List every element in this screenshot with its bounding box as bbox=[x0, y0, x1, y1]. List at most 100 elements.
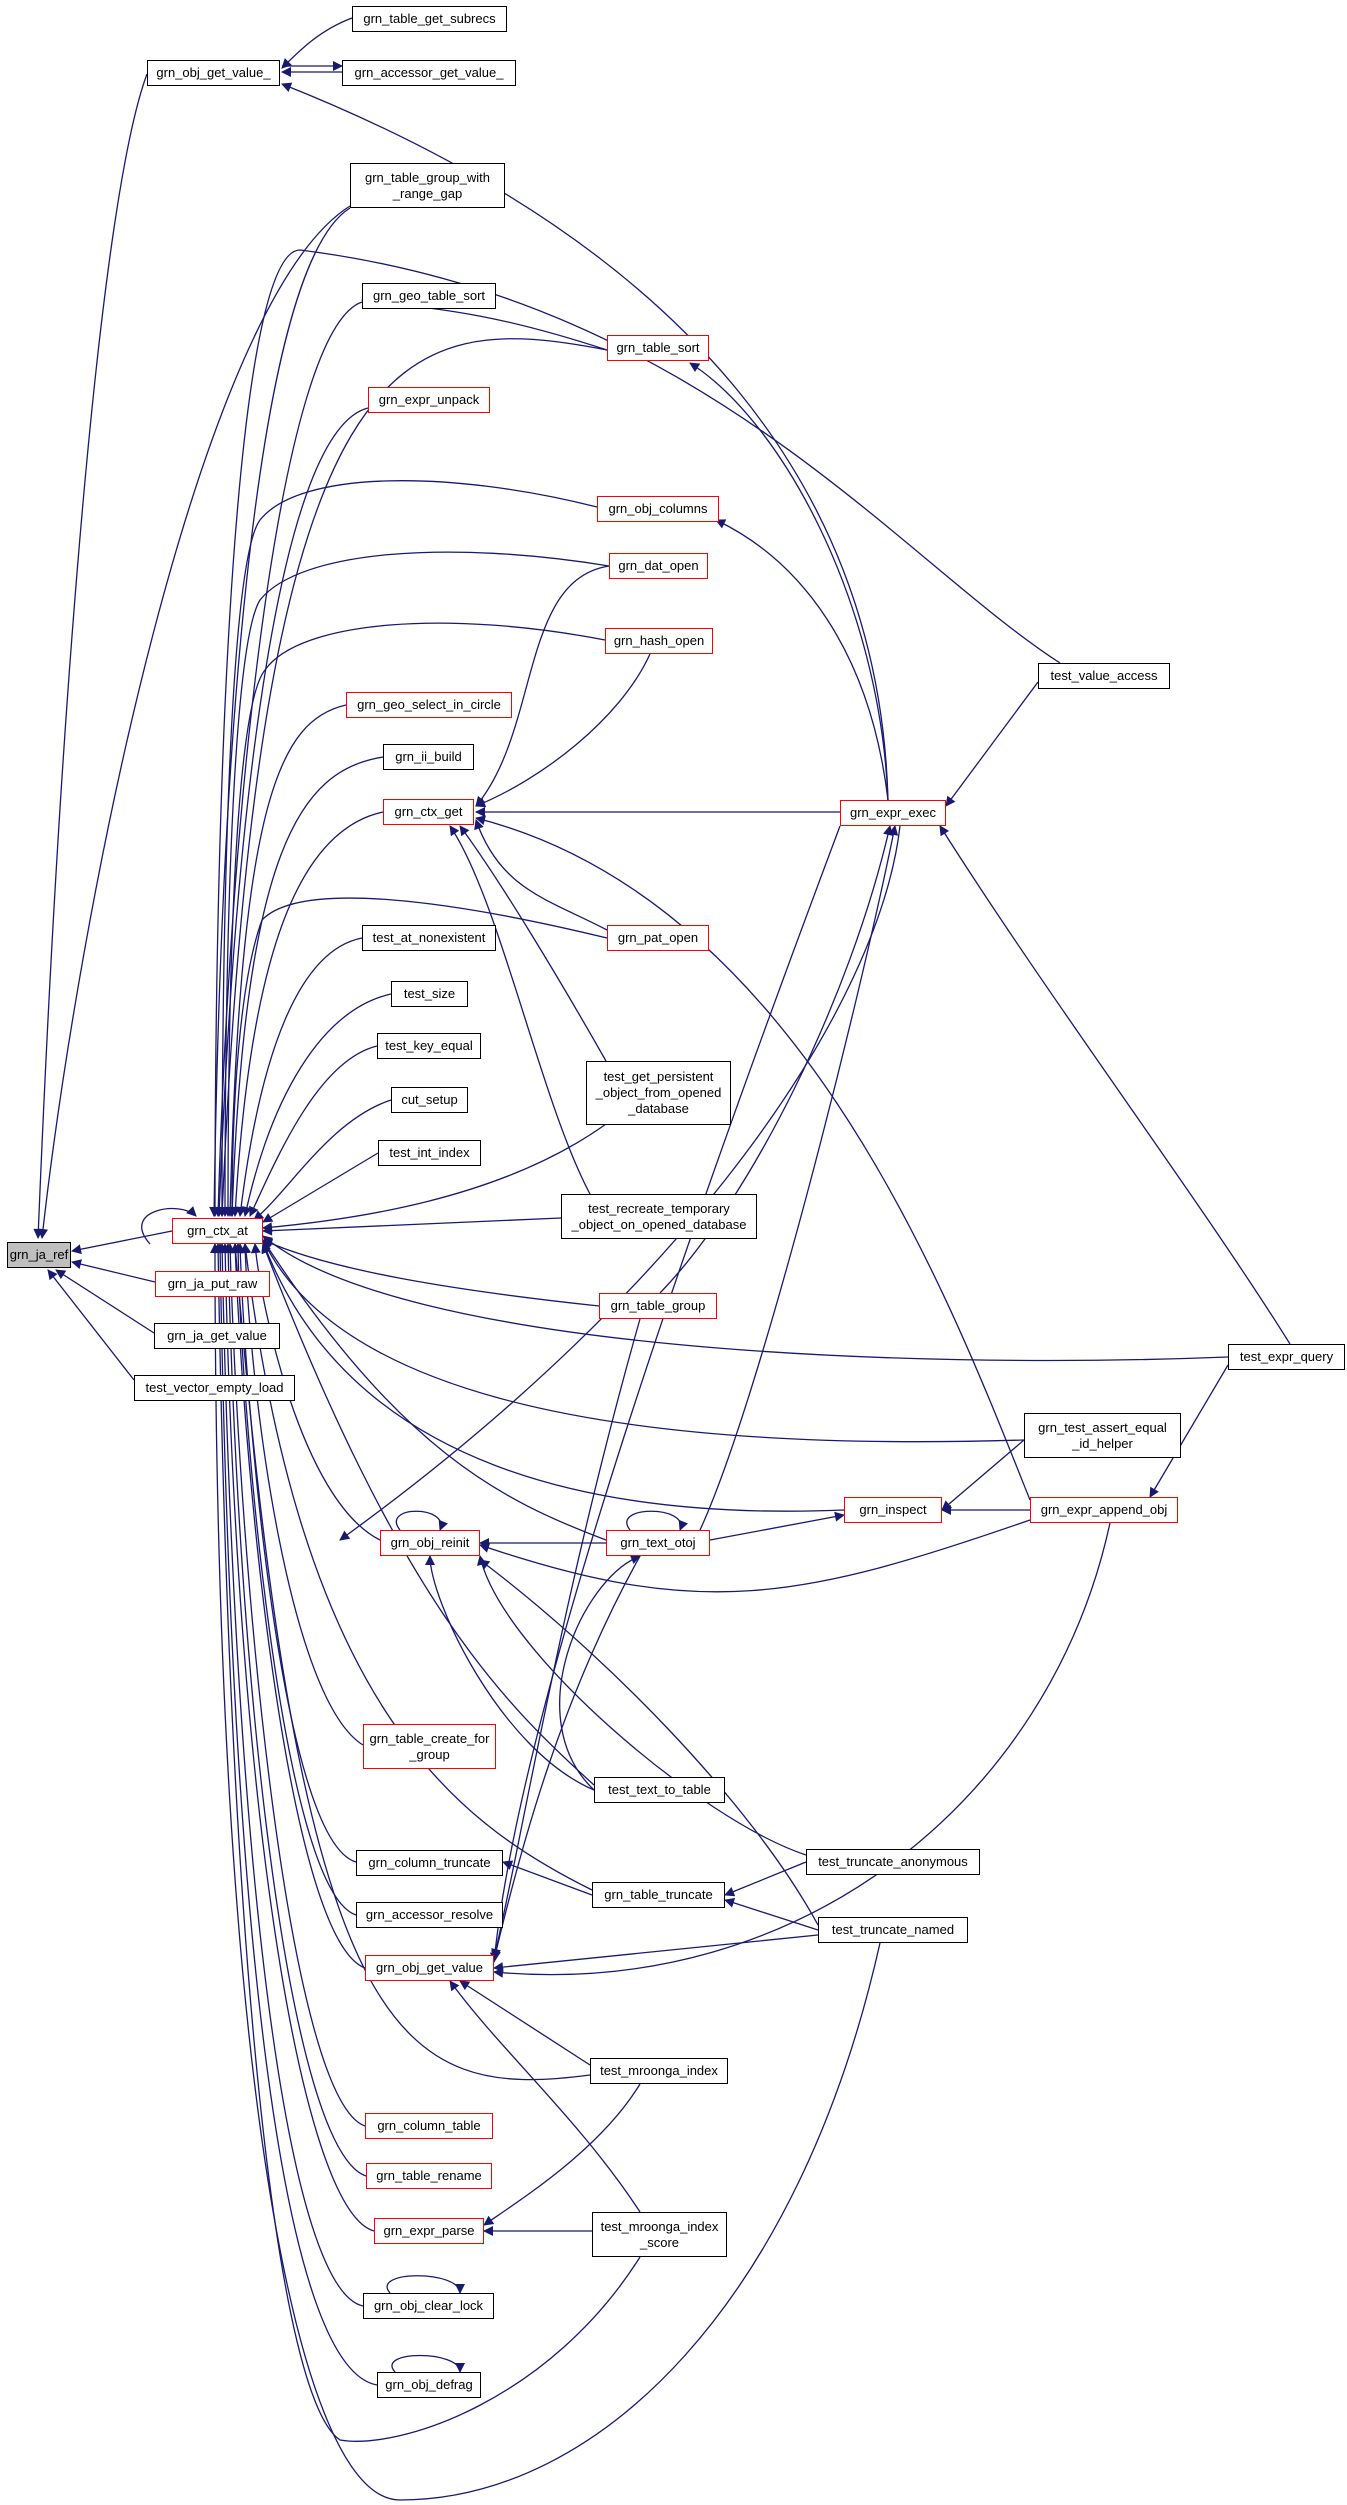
node-test-mroonga-index[interactable]: test_mroonga_index bbox=[590, 2058, 728, 2084]
node-grn-ctx-at[interactable]: grn_ctx_at bbox=[172, 1218, 263, 1244]
edge-ctx-at-self-loop bbox=[141, 1206, 197, 1245]
node-grn-ja-ref[interactable]: grn_ja_ref bbox=[7, 1242, 71, 1268]
edge-table-group-to-expr-exec bbox=[659, 825, 893, 1294]
edge-mroonga-index-to-expr-parse bbox=[483, 2083, 641, 2226]
node-grn-table-get-subrecs[interactable]: grn_table_get_subrecs bbox=[352, 6, 507, 32]
node-grn-pat-open[interactable]: grn_pat_open bbox=[607, 925, 709, 951]
edge-truncate-named-to-ctx-at bbox=[210, 1243, 881, 2501]
edge-ii-build-to-ctx-at bbox=[227, 756, 384, 1217]
edge-table-group-to-ctx-at bbox=[262, 1239, 600, 1307]
edge-hash-open-from-ctx-get bbox=[475, 653, 651, 808]
node-grn-table-create-for-group[interactable]: grn_table_create_for _group bbox=[363, 1724, 496, 1769]
node-grn-accessor-resolve[interactable]: grn_accessor_resolve bbox=[356, 1902, 503, 1928]
edge-value-access-to-expr-exec bbox=[945, 681, 1039, 807]
node-grn-inspect[interactable]: grn_inspect bbox=[844, 1497, 942, 1523]
node-test-int-index[interactable]: test_int_index bbox=[378, 1140, 481, 1166]
node-grn-ctx-get[interactable]: grn_ctx_get bbox=[383, 799, 474, 825]
edge-append-obj-to-reinit bbox=[479, 1519, 1031, 1593]
edge-group-gap-to-ja-ref bbox=[38, 205, 351, 1239]
node-grn-obj-clear-lock[interactable]: grn_obj_clear_lock bbox=[363, 2293, 494, 2319]
node-grn-obj-get-value[interactable]: grn_obj_get_value bbox=[365, 1955, 494, 1981]
node-test-truncate-named[interactable]: test_truncate_named bbox=[818, 1917, 968, 1943]
node-grn-expr-exec[interactable]: grn_expr_exec bbox=[840, 800, 946, 826]
edge-text-to-table-to-reinit bbox=[425, 1555, 595, 1791]
edge-test-size-to-ctx-at bbox=[242, 993, 392, 1217]
edge-create-for-group-to-ctx-at bbox=[240, 1243, 364, 1746]
edge-expr-query-to-append-obj bbox=[1149, 1364, 1229, 1498]
node-grn-expr-unpack[interactable]: grn_expr_unpack bbox=[368, 387, 490, 413]
node-grn-table-truncate[interactable]: grn_table_truncate bbox=[592, 1882, 725, 1908]
edge-obj-get-value-to-ja-ref bbox=[33, 73, 148, 1239]
node-test-at-nonexistent[interactable]: test_at_nonexistent bbox=[362, 925, 496, 951]
edge-text-otoj-to-inspect bbox=[709, 1511, 845, 1541]
edge-pat-open-to-ctx-get bbox=[474, 819, 608, 931]
node-grn-hash-open[interactable]: grn_hash_open bbox=[605, 628, 713, 654]
edge-ctx-at-to-ja-ref bbox=[71, 1230, 173, 1255]
node-grn-table-group-with-range-gap[interactable]: grn_table_group_with _range_gap bbox=[350, 163, 505, 208]
node-grn-column-truncate[interactable]: grn_column_truncate bbox=[356, 1850, 503, 1876]
edge-assert-helper-to-inspect bbox=[941, 1439, 1025, 1511]
node-test-recreate-temporary[interactable]: test_recreate_temporary _object_on_opene… bbox=[561, 1194, 757, 1239]
edge-inspect-to-ctx-at bbox=[261, 1241, 845, 1512]
edge-persistent-to-ctx-at bbox=[262, 1123, 607, 1233]
edge-vector-load-to-ja-ref bbox=[47, 1269, 135, 1381]
edge-expr-query-to-ctx-at bbox=[262, 1235, 1229, 1362]
node-cut-setup[interactable]: cut_setup bbox=[391, 1087, 468, 1113]
edge-group-gap-to-ctx-at bbox=[209, 207, 351, 1217]
edge-defrag-to-ctx-at bbox=[215, 1243, 378, 2386]
edge-value-access-to-ctx-at bbox=[210, 249, 1061, 1217]
edge-unpack-to-ctx-at bbox=[214, 407, 369, 1217]
node-grn-column-table[interactable]: grn_column_table bbox=[365, 2113, 493, 2139]
node-test-vector-empty-load[interactable]: test_vector_empty_load bbox=[134, 1375, 295, 1401]
edge-column-table-to-ctx-at bbox=[225, 1243, 366, 2127]
node-grn-table-rename[interactable]: grn_table_rename bbox=[366, 2163, 492, 2189]
edge-text-otoj-to-ctx-at bbox=[262, 1239, 607, 1541]
edge-defrag-self-loop bbox=[391, 2354, 465, 2373]
node-grn-table-group[interactable]: grn_table_group bbox=[599, 1293, 717, 1319]
node-grn-accessor-get-value-[interactable]: grn_accessor_get_value_ bbox=[342, 60, 516, 86]
edge-ja-put-raw-to-ja-ref bbox=[71, 1259, 156, 1283]
edge-truncate-anon-to-table-truncate bbox=[724, 1861, 807, 1897]
edge-text-to-table-to-ctx-at bbox=[261, 1243, 595, 1786]
node-grn-geo-table-sort[interactable]: grn_geo_table_sort bbox=[362, 283, 496, 309]
edge-table-truncate-to-ctx-at bbox=[241, 1243, 593, 1891]
edge-table-group-to-obj-get-value bbox=[491, 1318, 641, 1959]
edge-int-index-to-ctx-at bbox=[262, 1152, 379, 1223]
node-test-mroonga-index-score[interactable]: test_mroonga_index _score bbox=[592, 2212, 727, 2257]
node-test-expr-query[interactable]: test_expr_query bbox=[1228, 1344, 1345, 1370]
node-grn-ja-put-raw[interactable]: grn_ja_put_raw bbox=[155, 1271, 270, 1297]
node-grn-obj-defrag[interactable]: grn_obj_defrag bbox=[377, 2372, 481, 2398]
edge-dat-open-from-ctx-get bbox=[475, 565, 610, 807]
node-test-text-to-table[interactable]: test_text_to_table bbox=[594, 1777, 725, 1803]
node-grn-text-otoj[interactable]: grn_text_otoj bbox=[606, 1530, 710, 1556]
node-grn-table-sort[interactable]: grn_table_sort bbox=[607, 335, 709, 361]
node-grn-dat-open[interactable]: grn_dat_open bbox=[609, 553, 708, 579]
edge-expr-exec-to-table-sort bbox=[689, 362, 889, 801]
node-test-truncate-anonymous[interactable]: test_truncate_anonymous bbox=[806, 1849, 980, 1875]
edge-expr-exec-to-obj-columns bbox=[715, 519, 889, 801]
edge-subrecs-to-obj-get-value bbox=[281, 17, 353, 69]
edge-clear-lock-to-ctx-at bbox=[217, 1243, 364, 2307]
edge-truncate-named-to-obj-get-value bbox=[493, 1934, 819, 1973]
node-grn-geo-select-in-circle[interactable]: grn_geo_select_in_circle bbox=[346, 692, 512, 718]
node-grn-ja-get-value[interactable]: grn_ja_get_value bbox=[154, 1323, 280, 1349]
node-grn-test-assert-equal-id-helper[interactable]: grn_test_assert_equal _id_helper bbox=[1024, 1413, 1181, 1458]
edge-expr-parse-to-ctx-at bbox=[220, 1243, 375, 2232]
edge-reinit-self-loop bbox=[396, 1510, 448, 1531]
node-test-value-access[interactable]: test_value_access bbox=[1038, 663, 1170, 689]
node-test-get-persistent[interactable]: test_get_persistent _object_from_opened … bbox=[586, 1061, 731, 1125]
node-grn-obj-reinit[interactable]: grn_obj_reinit bbox=[380, 1530, 480, 1556]
edge-cut-setup-to-ctx-at bbox=[253, 1099, 392, 1221]
edge-dat-open-to-ctx-at bbox=[220, 551, 610, 1217]
node-grn-expr-append-obj[interactable]: grn_expr_append_obj bbox=[1030, 1497, 1178, 1523]
edge-table-sort-to-ctx-at bbox=[217, 338, 608, 1217]
node-grn-expr-parse[interactable]: grn_expr_parse bbox=[374, 2218, 484, 2244]
node-grn-ii-build[interactable]: grn_ii_build bbox=[383, 744, 474, 770]
node-grn-obj-get-value-[interactable]: grn_obj_get_value_ bbox=[147, 60, 280, 86]
edge-truncate-anon-to-reinit bbox=[476, 1555, 807, 1856]
node-grn-obj-columns[interactable]: grn_obj_columns bbox=[597, 496, 719, 522]
node-test-size[interactable]: test_size bbox=[391, 981, 468, 1007]
node-test-key-equal[interactable]: test_key_equal bbox=[377, 1033, 481, 1059]
edge-append-obj-to-ctx-get bbox=[475, 815, 1031, 1501]
